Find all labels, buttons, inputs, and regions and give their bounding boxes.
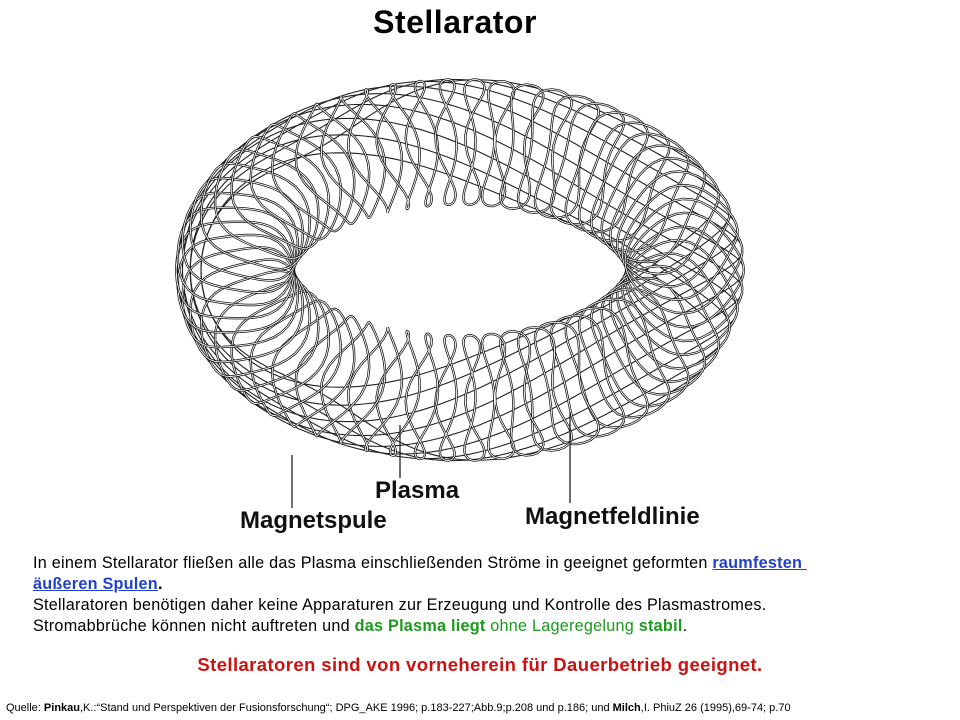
magnet-coil-highlight <box>295 315 370 437</box>
magnet-coil-highlight <box>624 198 743 314</box>
magnet-coil <box>480 80 516 208</box>
stellarator-diagram: Plasma Magnetspule Magnetfeldlinie <box>150 60 770 535</box>
description-text: In einem Stellarator fließen alle das Pl… <box>33 553 923 637</box>
magnet-coil <box>347 87 404 214</box>
magnet-coil-highlight <box>624 226 743 342</box>
magnet-coil-highlight <box>499 330 544 456</box>
magnet-coil-highlight <box>462 79 486 206</box>
magnet-coil <box>516 88 573 214</box>
magnet-coil <box>375 329 421 458</box>
magnet-coil-highlight <box>295 103 370 225</box>
magnet-coil-highlight <box>177 207 296 306</box>
magnet-coil-highlight <box>609 157 720 275</box>
magnet-coil-highlight <box>405 333 439 460</box>
magnet-coil-highlight <box>481 80 515 207</box>
label-magnetfeldlinie: Magnetfeldlinie <box>525 503 700 530</box>
magnet-coil <box>270 112 356 233</box>
magnet-coil-highlight <box>231 136 330 249</box>
magnet-coil-highlight <box>347 327 403 452</box>
stellarator-torus-drawing <box>174 78 746 508</box>
magnet-coil-highlight <box>200 270 311 377</box>
highlight-plasma-liegt: das Plasma liegt <box>354 617 486 635</box>
description-line-1: In einem Stellarator fließen alle das Pl… <box>33 553 923 574</box>
link-aeusseren-spulen[interactable]: äußeren Spulen <box>33 575 158 593</box>
magnet-coil-highlight <box>462 334 486 461</box>
magnet-coil-highlight <box>578 122 670 242</box>
magnet-coil <box>375 82 421 211</box>
magnet-coil-highlight <box>565 112 649 233</box>
highlight-ohne-lageregelung: ohne Lageregelung <box>490 617 635 635</box>
magnet-coil-highlight <box>376 330 421 457</box>
magnet-coil-highlight <box>177 234 296 333</box>
magnet-coil-highlight <box>231 291 330 404</box>
label-plasma: Plasma <box>375 477 460 504</box>
magnet-coil-highlight <box>517 89 573 214</box>
magnet-coil-highlight <box>271 113 355 232</box>
magnet-coil-highlight <box>517 326 573 451</box>
magnet-coil <box>347 326 404 453</box>
highlight-stabil: stabil <box>638 617 683 635</box>
magnet-coil-highlight <box>434 79 458 206</box>
magnet-coil-highlight <box>405 80 439 207</box>
description-line-3: Stellaratoren benötigen daher keine Appa… <box>33 596 767 614</box>
magnet-coil-highlight <box>590 133 689 252</box>
magnet-coil-highlight <box>214 281 319 391</box>
magnet-coil-highlight <box>200 163 311 270</box>
link-raumfesten-spulen[interactable]: raumfesten <box>712 554 803 572</box>
magnet-coil-highlight <box>550 103 625 225</box>
magnet-coil-highlight <box>621 184 738 301</box>
magnet-coil <box>480 332 516 460</box>
source-citation: Quelle: Pinkau,K.:“Stand und Perspektive… <box>6 702 791 714</box>
magnet-coil <box>270 307 356 428</box>
magnet-coil-highlight <box>534 321 600 445</box>
plasma-band-line <box>189 78 731 406</box>
magnet-coil-highlight <box>601 145 706 263</box>
label-magnetspule: Magnetspule <box>240 507 387 534</box>
magnet-coil-highlight <box>182 192 299 293</box>
magnet-coil-highlight <box>590 288 689 407</box>
magnet-coil-highlight <box>376 83 421 210</box>
magnet-coil-highlight <box>609 265 720 383</box>
plasma-band-line <box>189 134 731 462</box>
magnet-coil-highlight <box>550 315 625 437</box>
magnet-coil <box>516 326 573 452</box>
magnet-coil-highlight <box>565 307 649 428</box>
description-line-4: Stromabbrüche können nicht auftreten und… <box>33 617 688 635</box>
magnet-coil-highlight <box>534 95 600 219</box>
magnet-coil-highlight <box>189 259 304 363</box>
page-title: Stellarator <box>373 4 537 40</box>
plasma-band-line <box>181 117 739 460</box>
magnet-coil-highlight <box>320 95 386 219</box>
plasma-band-line <box>181 80 739 423</box>
magnet-coil-highlight <box>271 308 355 427</box>
magnet-coil-highlight <box>250 123 342 240</box>
magnet-coil-highlight <box>434 334 458 461</box>
magnet-coil-highlight <box>616 171 731 287</box>
magnet-coil-highlight <box>499 84 544 210</box>
conclusion-text: Stellaratoren sind von vorneherein für D… <box>197 654 763 675</box>
description-line-2: äußeren Spulen. <box>33 575 163 593</box>
magnet-coil-highlight <box>481 333 515 460</box>
magnet-coil-highlight <box>182 247 299 348</box>
